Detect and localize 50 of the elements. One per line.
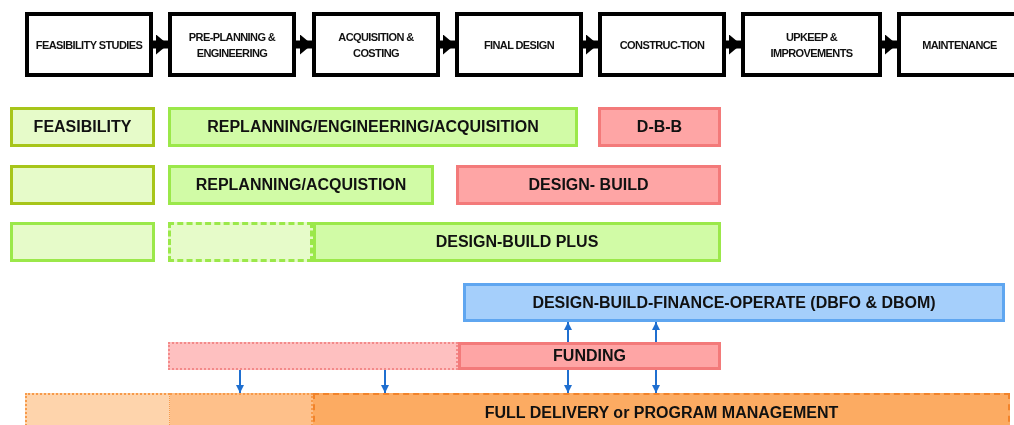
box-label: REPLANNING/ENGINEERING/ACQUISITION <box>207 118 539 136</box>
phase-bar <box>313 393 1010 425</box>
process-box <box>897 12 1014 77</box>
phase-bar <box>168 222 313 262</box>
arrow <box>440 34 455 55</box>
process-box <box>25 12 153 77</box>
arrow <box>381 369 389 394</box>
phase-bar <box>598 107 721 147</box>
phase-bar <box>10 107 155 147</box>
arrow <box>726 34 741 55</box>
box-label: D-B-B <box>636 118 683 136</box>
phase-bar <box>456 165 721 205</box>
phase-bar <box>168 107 578 147</box>
box-label: PRE-PLANNING & ENGINEERING <box>187 29 277 61</box>
box-label: ACQUISITION & COSTING <box>337 29 415 61</box>
phase-bar <box>168 165 434 205</box>
phase-bar <box>168 342 458 370</box>
process-box <box>741 12 882 77</box>
arrow <box>882 34 897 55</box>
box-label: FEASIBILITY <box>33 118 132 136</box>
arrow <box>564 369 572 394</box>
arrow <box>153 34 168 55</box>
arrow <box>296 34 312 55</box>
phase-bar <box>458 342 721 370</box>
process-box <box>312 12 440 77</box>
box-label: FEASIBILITY STUDIES <box>35 37 143 53</box>
box-label: MAINTENANCE <box>922 37 997 53</box>
arrow <box>583 34 598 55</box>
phase-bar <box>10 165 155 205</box>
box-label: DESIGN-BUILD-FINANCE-OPERATE (DBFO & DBOM) <box>532 293 936 312</box>
phase-bar <box>10 222 155 262</box>
process-box <box>168 12 296 77</box>
box-label: DESIGN-BUILD PLUS <box>435 233 599 251</box>
arrow <box>652 369 660 394</box>
box-label: CONSTRUC-TION <box>619 37 705 53</box>
arrow <box>652 321 660 343</box>
box-label: FULL DELIVERY or PROGRAM MANAGEMENT <box>484 404 839 422</box>
box-label: FUNDING <box>553 347 626 365</box>
phase-bar <box>170 393 313 425</box>
process-box <box>598 12 726 77</box>
process-box <box>455 12 583 77</box>
box-label: REPLANNING/ACQUISTION <box>195 176 407 194</box>
box-label: FINAL DESIGN <box>483 37 555 53</box>
phase-bar <box>463 283 1005 322</box>
arrow <box>564 321 572 343</box>
arrow <box>236 369 244 394</box>
phase-bar <box>25 393 170 425</box>
phase-bar <box>313 222 721 262</box>
box-label: UPKEEP & IMPROVEMENTS <box>769 29 854 61</box>
box-label: DESIGN- BUILD <box>528 176 649 194</box>
